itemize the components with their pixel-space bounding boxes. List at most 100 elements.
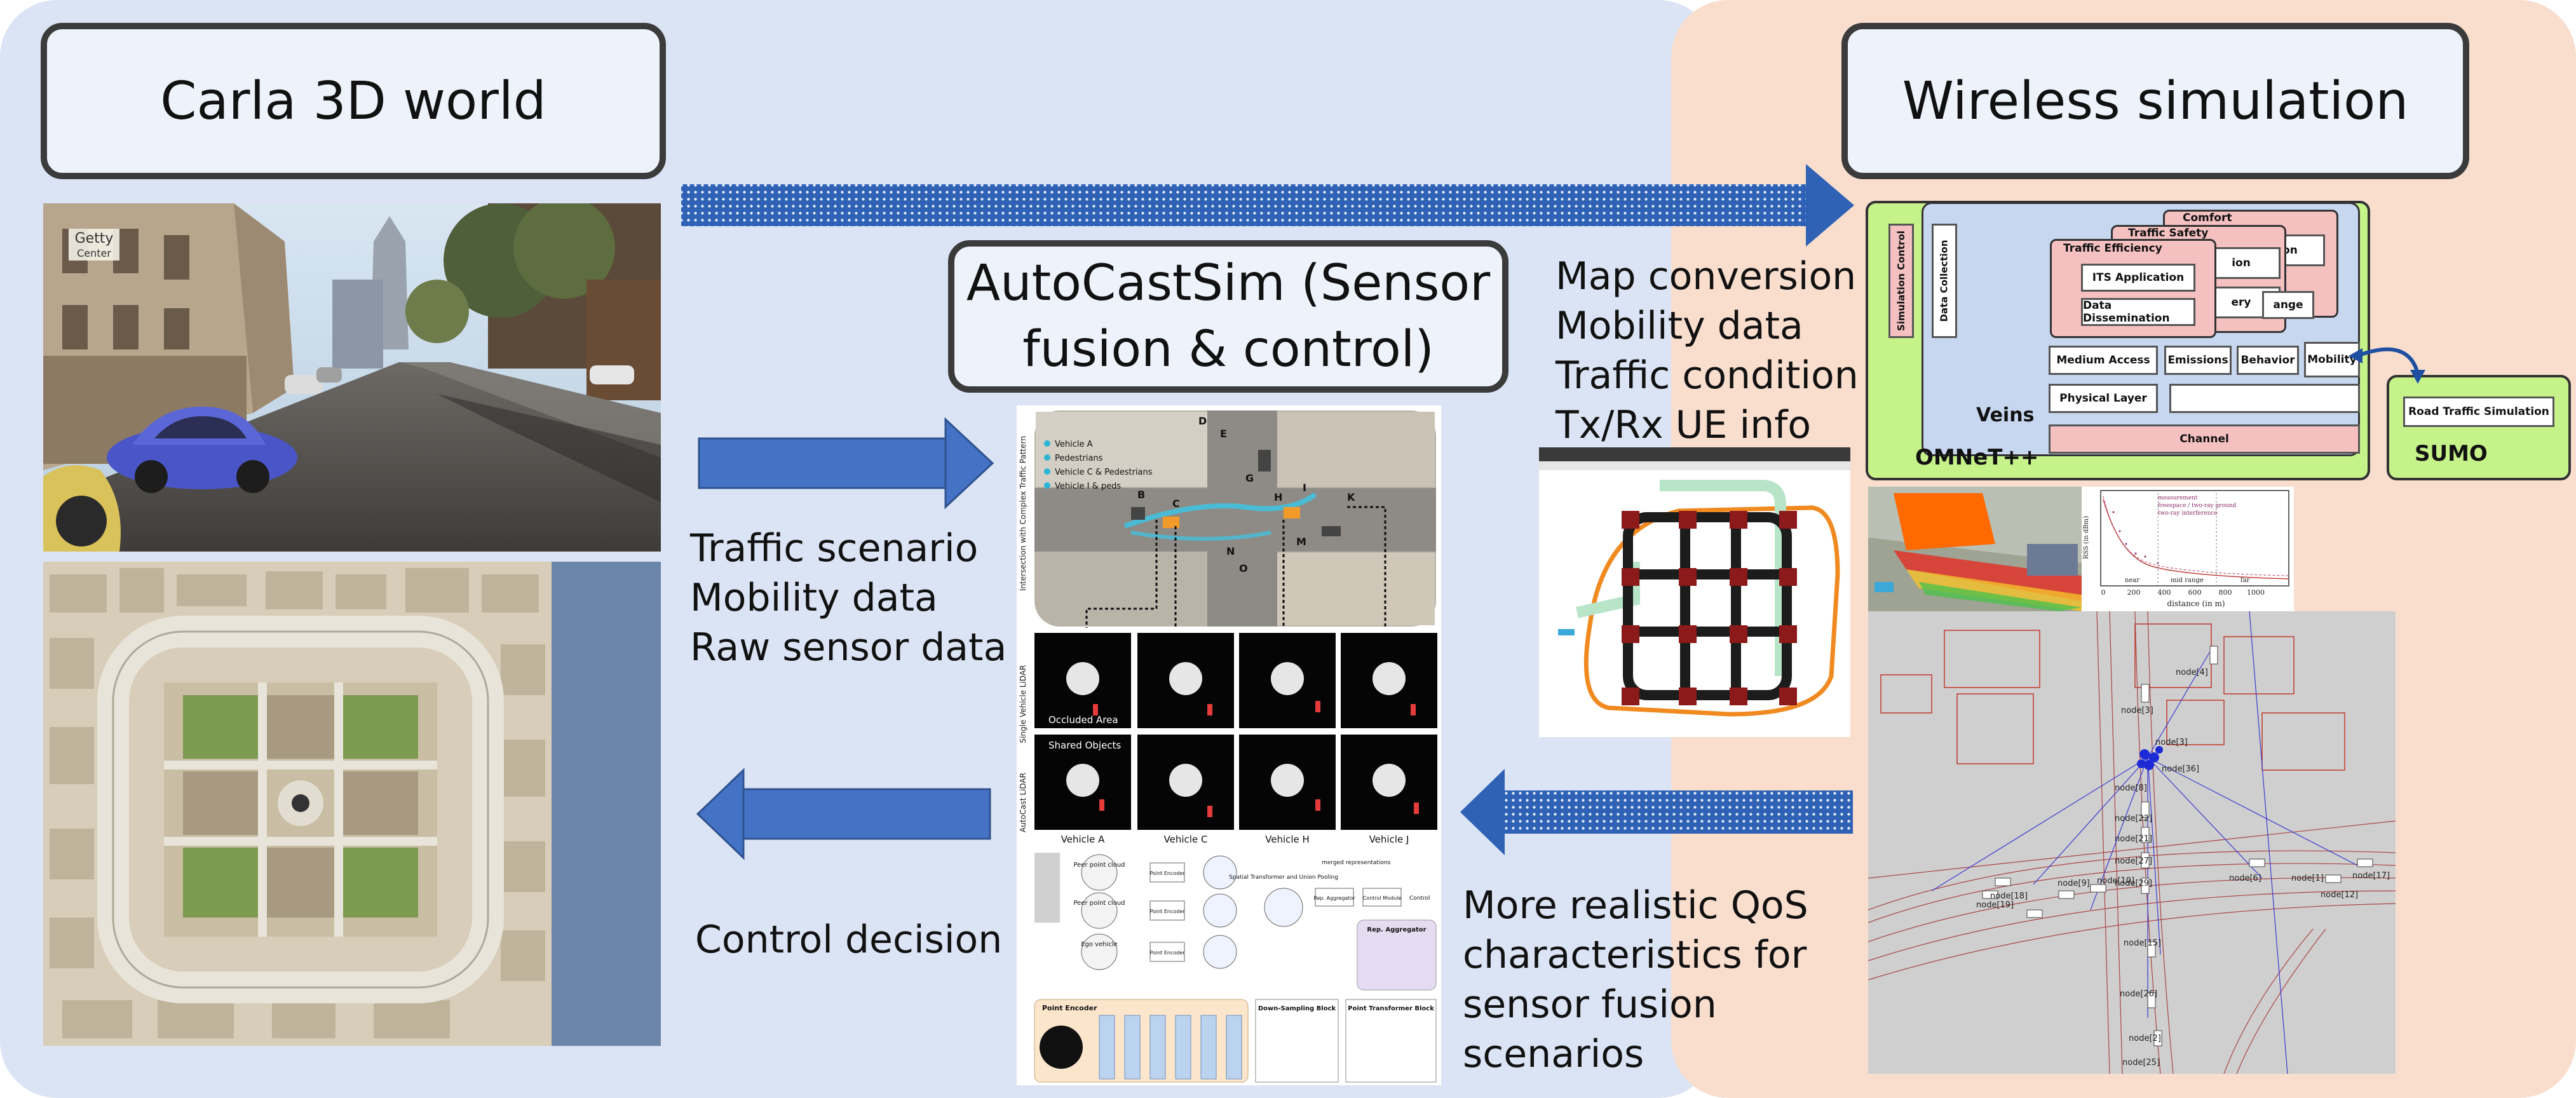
behavior-label: Behavior [2240, 354, 2295, 367]
scene-letter-b: B [1137, 489, 1145, 501]
vehicle-label-h: Vehicle H [1265, 834, 1310, 845]
net-encoder-1: Point Encoder [1149, 871, 1185, 876]
behavior-box: Behavior [2237, 346, 2299, 375]
vertical-label-autocast-lidar: AutoCast LiDAR [1019, 773, 1027, 832]
node-label-29: node[29] [2115, 879, 2152, 888]
node-label-21: node[21] [2115, 834, 2152, 844]
node-label-1: node[1] [2291, 874, 2324, 883]
rss-annotation-far: far [2240, 577, 2250, 584]
rss-legend-measurement: measurement [2158, 495, 2198, 501]
net-merged-reps: merged representations [1322, 860, 1391, 866]
medium-access-label: Medium Access [2056, 354, 2150, 367]
rss-annotation-mid: mid range [2171, 577, 2204, 584]
solid-arrow-to-carla [696, 768, 991, 860]
autocast-figure: Intersection with Complex Traffic Patter… [1017, 405, 1441, 1085]
change-partial-label: ange [2273, 299, 2303, 311]
comfort-label: Comfort [2183, 212, 2232, 224]
road-traffic-label: Road Traffic Simulation [2408, 405, 2549, 418]
autocast-title-box: AutoCastSim (Sensor fusion & control) [948, 240, 1508, 393]
carla-top-down-map [43, 562, 661, 1046]
vehicle-label-j: Vehicle J [1369, 834, 1409, 845]
mobility-label: Mobility [2307, 353, 2357, 366]
lidar-grid: Occluded Area Shared Objects Vehicle A V… [1034, 633, 1437, 845]
node-label-17: node[17] [2352, 871, 2390, 881]
caption-traffic-scenario: Traffic scenario Mobility data Raw senso… [690, 526, 1007, 670]
lidar-note-occluded: Occluded Area [1048, 714, 1118, 726]
autocast-title-line-1: AutoCastSim (Sensor [966, 255, 1491, 312]
rss-xtick-600: 600 [2188, 588, 2202, 597]
node-label-8: node[8] [2115, 783, 2147, 793]
net-rep-aggregator: Rep. Aggregator [1313, 895, 1355, 901]
autocast-title-line-2: fusion & control) [1022, 321, 1434, 378]
solid-arrow-to-autocast [698, 417, 994, 510]
caption-map-conversion: Map conversion Mobility data Traffic con… [1556, 254, 1859, 447]
net-peer-cloud-1: Peer point cloud [1073, 862, 1125, 869]
net-ego-vehicle: Ego vehicle [1081, 941, 1118, 948]
rss-xtick-1000: 1000 [2247, 588, 2265, 597]
rss-annotation-near: near [2125, 577, 2139, 584]
caption-control-decision: Control decision [695, 918, 1003, 962]
mobility-box: Mobility [2304, 342, 2360, 377]
node-label-15: node[15] [2124, 939, 2161, 948]
rss-ylabel: RSS (in dBm) [2083, 516, 2090, 559]
scene-letter-g: G [1245, 472, 1254, 484]
node-label-25: node[25] [2122, 1058, 2160, 1068]
node-label-26: node[26] [2120, 989, 2157, 999]
safety-partial-label-2: ery [2231, 296, 2251, 309]
traffic-efficiency-card: Traffic Efficiency ITS Application Data … [2050, 239, 2216, 338]
scene-letter-m: M [1296, 536, 1306, 548]
net-control-module: Control Module [1363, 895, 1402, 901]
vehicle-label-c: Vehicle C [1164, 834, 1208, 845]
carla-title: Carla 3D world [160, 71, 546, 132]
carla-title-box: Carla 3D world [41, 23, 666, 179]
rss-xtick-200: 200 [2127, 588, 2141, 597]
map-conversion-screenshot [1539, 447, 1850, 737]
node-label-36: node[36] [2162, 764, 2199, 774]
wireless-title: Wireless simulation [1902, 71, 2409, 132]
vertical-label-intersection: Intersection with Complex Traffic Patter… [1019, 436, 1027, 591]
safety-partial-label-1: ion [2232, 257, 2251, 269]
net-block-down-sampling: Down-Sampling Block [1258, 1005, 1336, 1012]
node-label-4: node[4] [2176, 668, 2208, 677]
network-diagram: Peer point cloud Peer point cloud Ego ve… [1034, 853, 1437, 1083]
traffic-safety-label: Traffic Safety [2128, 227, 2209, 240]
legend-pedestrians: Pedestrians [1055, 454, 1103, 463]
data-dissemination-box: Data Dissemination [2081, 298, 2195, 326]
physical-layer-label: Physical Layer [2059, 392, 2147, 405]
svg-text:Center: Center [77, 247, 111, 259]
net-block-point-transformer: Point Transformer Block [1348, 1005, 1434, 1012]
emissions-box: Emissions [2164, 346, 2232, 375]
vertical-label-single-lidar: Single Vehicle LiDAR [1019, 665, 1027, 743]
node-map: node[4] node[3] node[3] node[36] node[8]… [1868, 611, 2396, 1074]
dotted-arrow-to-autocast [1460, 769, 1853, 855]
net-control: Control [1409, 895, 1430, 902]
scene-letter-n: N [1226, 545, 1235, 557]
node-label-6: node[6] [2229, 874, 2261, 883]
its-application-label: ITS Application [2092, 271, 2185, 284]
svg-text:Getty: Getty [75, 231, 114, 247]
node-label-3a: node[3] [2121, 706, 2153, 715]
scene-letter-k: K [1347, 491, 1355, 503]
data-collection-label: Data Collection [1939, 240, 1951, 322]
node-label-27: node[27] [2115, 857, 2152, 866]
its-application-box: ITS Application [2081, 264, 2195, 292]
net-block-point-encoder: Point Encoder [1042, 1004, 1097, 1012]
blank-layer-box [2169, 384, 2360, 413]
node-label-19: node[19] [1976, 900, 2014, 910]
rss-legend-freespace: freespace / two-ray ground [2158, 503, 2237, 509]
rss-plot: RSS (in dBm) 0 200 400 600 800 1000 dist… [2082, 487, 2294, 611]
lidar-note-shared: Shared Objects [1048, 740, 1121, 751]
road-traffic-box: Road Traffic Simulation [2403, 396, 2554, 427]
legend-vehicle-c: Vehicle C & Pedestrians [1055, 468, 1153, 477]
net-block-rep-aggregator: Rep. Aggregator [1367, 926, 1426, 933]
net-spatial-transformer: Spatial Transformer and Union Pooling [1229, 874, 1338, 881]
legend-vehicle-i: Vehicle I & peds [1055, 482, 1121, 491]
channel-label: Channel [2179, 433, 2229, 445]
dotted-arrow-to-wireless [681, 164, 1854, 247]
change-partial-box: ange [2262, 291, 2314, 319]
node-label-2: node[2] [2129, 1034, 2161, 1043]
scene-letter-e: E [1220, 428, 1227, 440]
scene-letter-o: O [1239, 562, 1248, 574]
mobility-sumo-arrow [2349, 347, 2425, 384]
